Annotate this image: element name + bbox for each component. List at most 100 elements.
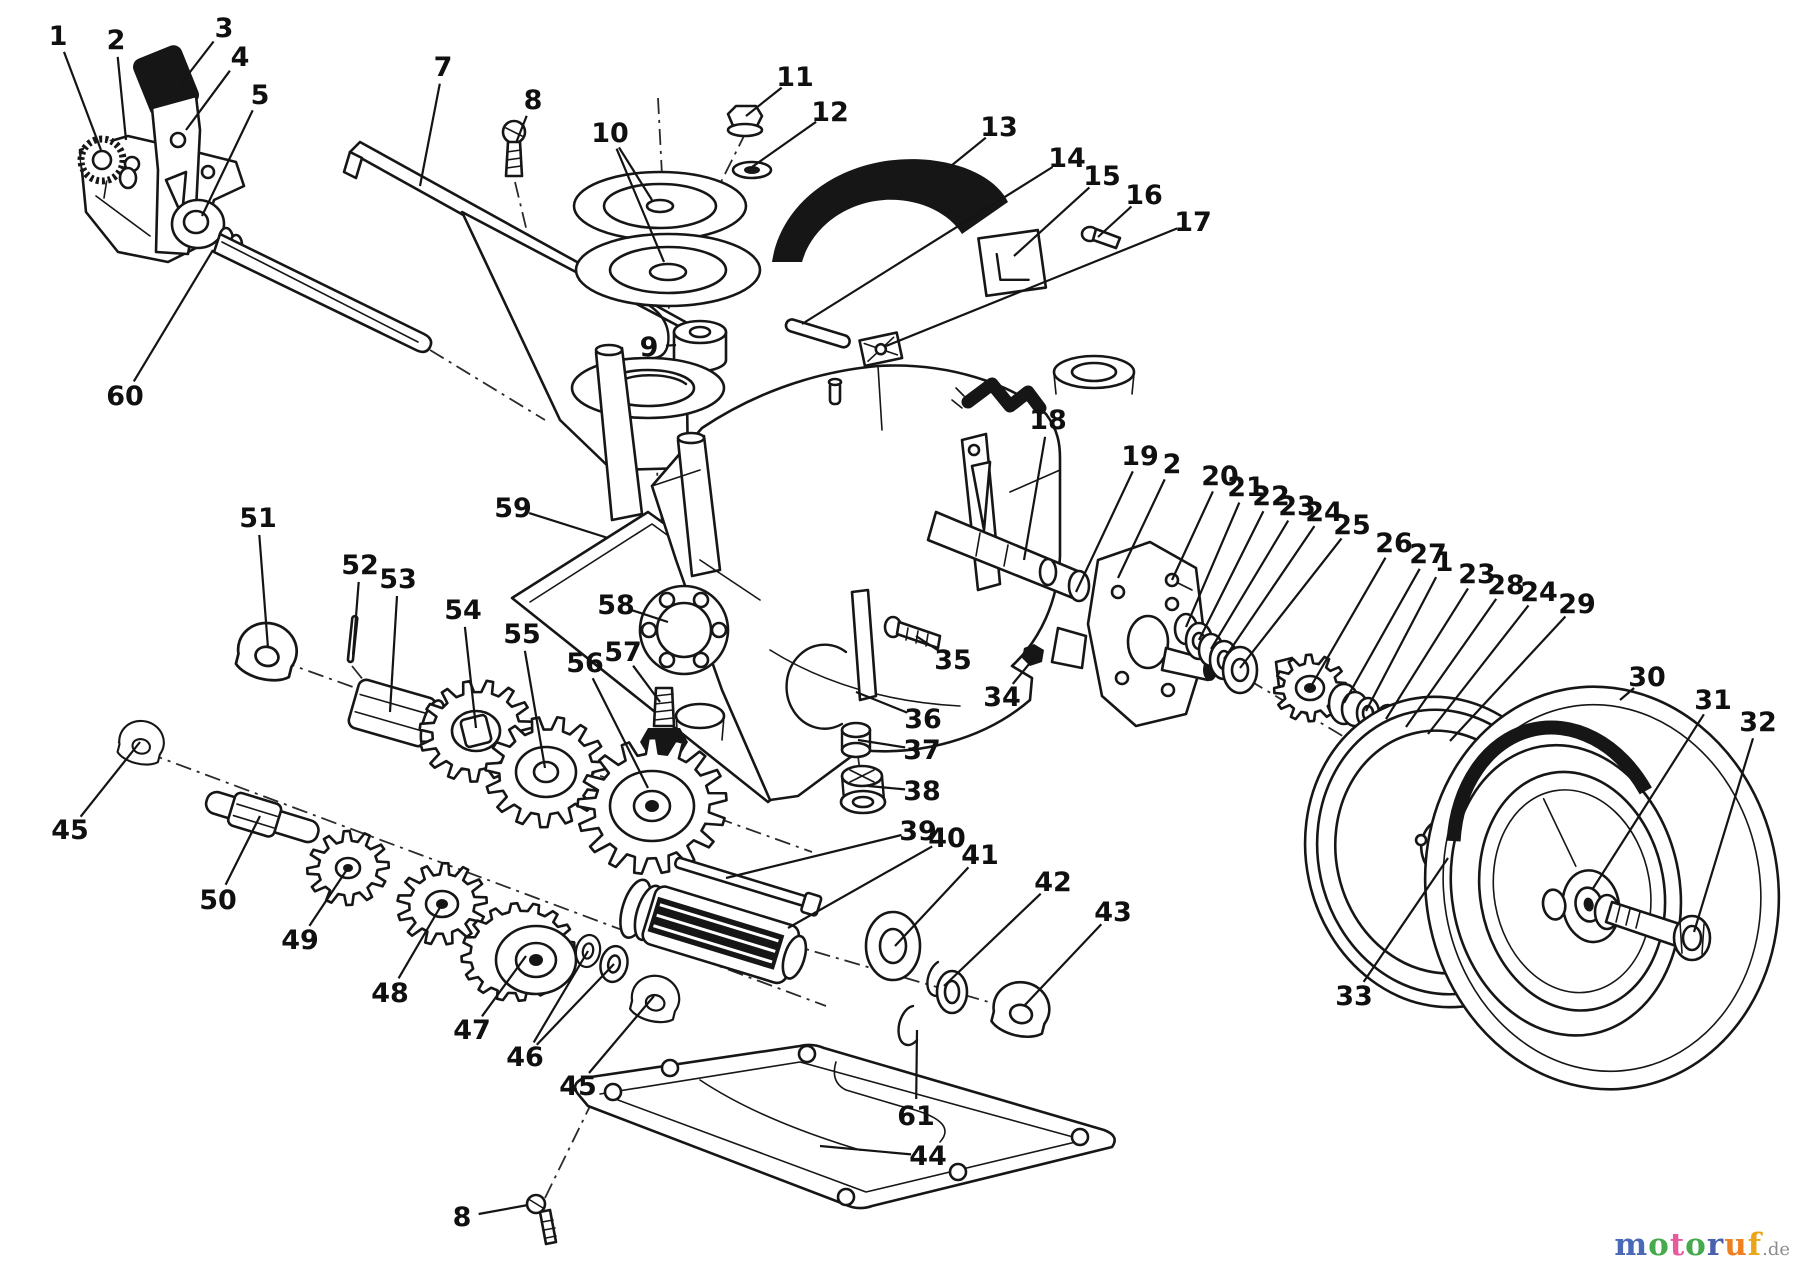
svg-text:30: 30 xyxy=(1628,662,1666,693)
anchor-plate xyxy=(977,228,1048,298)
svg-text:51: 51 xyxy=(239,503,277,534)
pulley-nut xyxy=(726,104,764,138)
svg-text:1: 1 xyxy=(49,21,68,52)
clutch-gear-47 xyxy=(460,901,578,1003)
svg-text:27: 27 xyxy=(1409,539,1447,570)
svg-text:13: 13 xyxy=(980,112,1018,143)
gearcase-cover-pan xyxy=(573,1043,1116,1210)
axle-bolt xyxy=(1593,893,1712,962)
drive-wheel-tire xyxy=(1423,685,1781,1091)
svg-text:56: 56 xyxy=(566,648,604,679)
bearing-cap-45-left xyxy=(113,715,170,770)
svg-text:19: 19 xyxy=(1121,441,1159,472)
svg-text:22: 22 xyxy=(1252,481,1290,512)
svg-text:55: 55 xyxy=(503,619,541,650)
housing-body xyxy=(650,364,1062,802)
svg-text:48: 48 xyxy=(371,978,409,1009)
svg-text:33: 33 xyxy=(1335,981,1373,1012)
pulley-washer xyxy=(731,160,773,180)
svg-text:35: 35 xyxy=(934,645,972,676)
svg-text:34: 34 xyxy=(983,682,1021,713)
svg-text:7: 7 xyxy=(434,52,453,83)
svg-text:43: 43 xyxy=(1094,897,1132,928)
svg-text:15: 15 xyxy=(1083,161,1121,192)
svg-text:24: 24 xyxy=(1305,497,1343,528)
snap-ring-61 xyxy=(897,1004,919,1047)
svg-text:2: 2 xyxy=(1163,449,1182,480)
shaft-50 xyxy=(204,790,320,844)
shaft-key-strip xyxy=(674,856,823,917)
output-hub xyxy=(1050,626,1088,670)
svg-text:42: 42 xyxy=(1034,867,1072,898)
svg-text:40: 40 xyxy=(928,823,966,854)
svg-text:21: 21 xyxy=(1227,472,1265,503)
small-bolt xyxy=(1080,225,1122,250)
brake-rod xyxy=(784,318,851,349)
svg-text:45: 45 xyxy=(559,1071,597,1102)
svg-text:28: 28 xyxy=(1487,570,1525,601)
gear-train xyxy=(113,614,728,1028)
lock-nut xyxy=(1022,644,1044,666)
clutch-dog xyxy=(839,764,887,815)
svg-text:8: 8 xyxy=(453,1202,472,1233)
spacer-bushing xyxy=(672,319,728,373)
svg-text:61: 61 xyxy=(897,1101,935,1132)
svg-text:18: 18 xyxy=(1029,405,1067,436)
needle-bearing-41 xyxy=(864,910,922,982)
svg-text:14: 14 xyxy=(1048,143,1086,174)
svg-text:25: 25 xyxy=(1333,510,1371,541)
svg-text:45: 45 xyxy=(51,815,89,846)
svg-text:49: 49 xyxy=(281,925,319,956)
svg-text:1: 1 xyxy=(1435,547,1454,578)
flat-washer-42b xyxy=(935,969,969,1015)
screw-bottom xyxy=(525,1193,558,1246)
svg-text:38: 38 xyxy=(903,776,941,807)
idler-pulleys xyxy=(572,170,762,308)
svg-text:54: 54 xyxy=(444,595,482,626)
splined-driveshaft xyxy=(619,856,1057,1047)
svg-text:11: 11 xyxy=(776,62,814,93)
watermark-logo: motoruf xyxy=(1614,1227,1763,1263)
svg-text:26: 26 xyxy=(1375,528,1413,559)
keyed-bracket xyxy=(858,331,904,368)
svg-text:50: 50 xyxy=(199,885,237,916)
svg-text:46: 46 xyxy=(506,1042,544,1073)
svg-text:37: 37 xyxy=(903,735,941,766)
svg-text:17: 17 xyxy=(1174,207,1212,238)
svg-text:39: 39 xyxy=(899,816,937,847)
svg-text:53: 53 xyxy=(379,564,417,595)
svg-text:59: 59 xyxy=(494,493,532,524)
screw-top xyxy=(501,119,527,178)
fork-roller xyxy=(840,721,872,759)
svg-text:9: 9 xyxy=(640,332,659,363)
svg-text:16: 16 xyxy=(1125,180,1163,211)
svg-text:2: 2 xyxy=(107,25,126,56)
svg-text:23: 23 xyxy=(1458,559,1496,590)
svg-text:41: 41 xyxy=(961,840,999,871)
svg-text:12: 12 xyxy=(811,97,849,128)
svg-text:31: 31 xyxy=(1694,685,1732,716)
gear-56 xyxy=(576,736,728,875)
svg-text:4: 4 xyxy=(231,42,250,73)
svg-text:60: 60 xyxy=(106,381,144,412)
watermark-domain-suffix: .de xyxy=(1762,1239,1790,1260)
ball-bearing xyxy=(638,584,730,676)
svg-text:29: 29 xyxy=(1558,589,1596,620)
drive-belt xyxy=(772,159,1008,262)
gear-55 xyxy=(484,715,608,829)
shift-lever-assembly xyxy=(77,45,433,354)
svg-text:47: 47 xyxy=(453,1015,491,1046)
bearing-cap-43 xyxy=(986,974,1057,1044)
svg-text:24: 24 xyxy=(1520,577,1558,608)
svg-text:36: 36 xyxy=(904,704,942,735)
svg-text:10: 10 xyxy=(591,118,629,149)
svg-text:20: 20 xyxy=(1201,461,1239,492)
svg-text:32: 32 xyxy=(1739,707,1777,738)
svg-text:58: 58 xyxy=(597,590,635,621)
svg-text:23: 23 xyxy=(1278,491,1316,522)
svg-text:8: 8 xyxy=(524,85,543,116)
svg-text:3: 3 xyxy=(215,13,234,44)
watermark: motoruf.de xyxy=(1614,1227,1790,1263)
